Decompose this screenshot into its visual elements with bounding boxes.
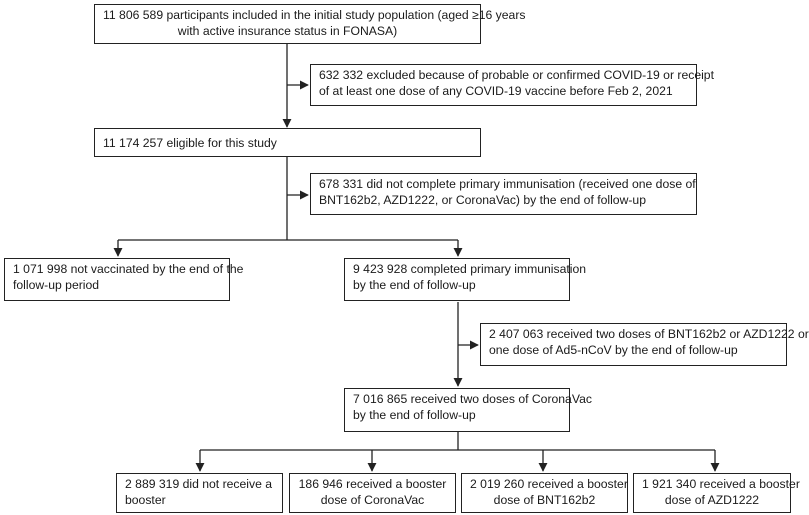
no-booster-line-1: 2 889 319 did not receive a bbox=[125, 477, 273, 491]
incomplete-primary-line-2: BNT162b2, AZD1222, or CoronaVac) by the … bbox=[319, 193, 646, 207]
other-vaccines-line-1: 2 407 063 received two doses of BNT162b2… bbox=[489, 327, 809, 341]
initial-population-line-1: 11 806 589 participants included in the … bbox=[103, 8, 526, 22]
two-doses-coronavac-box: 7 016 865 received two doses of CoronaVa… bbox=[344, 388, 592, 432]
booster-coronavac-line-1: 186 946 received a booster bbox=[298, 477, 447, 491]
other-vaccines-box: 2 407 063 received two doses of BNT162b2… bbox=[480, 323, 809, 366]
booster-coronavac-line-2: dose of CoronaVac bbox=[320, 493, 425, 507]
incomplete-primary-box: 678 331 did not complete primary immunis… bbox=[310, 173, 697, 215]
not-vaccinated-line-2: follow-up period bbox=[13, 278, 100, 292]
initial-population-box: 11 806 589 participants included in the … bbox=[94, 4, 526, 44]
excluded-covid-box: 632 332 excluded because of probable or … bbox=[310, 64, 714, 106]
booster-bnt-box: 2 019 260 received a booster dose of BNT… bbox=[461, 473, 628, 513]
not-vaccinated-box: 1 071 998 not vaccinated by the end of t… bbox=[4, 258, 244, 301]
excluded-covid-line-1: 632 332 excluded because of probable or … bbox=[319, 68, 714, 82]
completed-primary-line-1: 9 423 928 completed primary immunisation bbox=[353, 262, 587, 276]
initial-population-line-2: with active insurance status in FONASA) bbox=[177, 24, 398, 38]
eligible-line-1: 11 174 257 eligible for this study bbox=[103, 136, 277, 150]
booster-azd-box: 1 921 340 received a booster dose of AZD… bbox=[633, 473, 800, 513]
no-booster-line-2: booster bbox=[125, 493, 166, 507]
two-doses-coronavac-line-2: by the end of follow-up bbox=[353, 408, 476, 422]
other-vaccines-line-2: one dose of Ad5-nCoV by the end of follo… bbox=[489, 343, 738, 357]
two-doses-coronavac-line-1: 7 016 865 received two doses of CoronaVa… bbox=[353, 392, 592, 406]
booster-bnt-line-1: 2 019 260 received a booster bbox=[470, 477, 628, 491]
completed-primary-box: 9 423 928 completed primary immunisation… bbox=[344, 258, 587, 301]
booster-azd-line-1: 1 921 340 received a booster bbox=[642, 477, 800, 491]
incomplete-primary-line-1: 678 331 did not complete primary immunis… bbox=[319, 177, 696, 191]
booster-azd-line-2: dose of AZD1222 bbox=[664, 493, 760, 507]
completed-primary-line-2: by the end of follow-up bbox=[353, 278, 476, 292]
booster-coronavac-box: 186 946 received a booster dose of Coron… bbox=[289, 473, 456, 513]
eligible-box: 11 174 257 eligible for this study bbox=[94, 128, 481, 157]
not-vaccinated-line-1: 1 071 998 not vaccinated by the end of t… bbox=[13, 262, 244, 276]
excluded-covid-line-2: of at least one dose of any COVID-19 vac… bbox=[319, 84, 673, 98]
no-booster-box: 2 889 319 did not receive a booster bbox=[116, 473, 283, 513]
booster-bnt-line-2: dose of BNT162b2 bbox=[493, 493, 596, 507]
